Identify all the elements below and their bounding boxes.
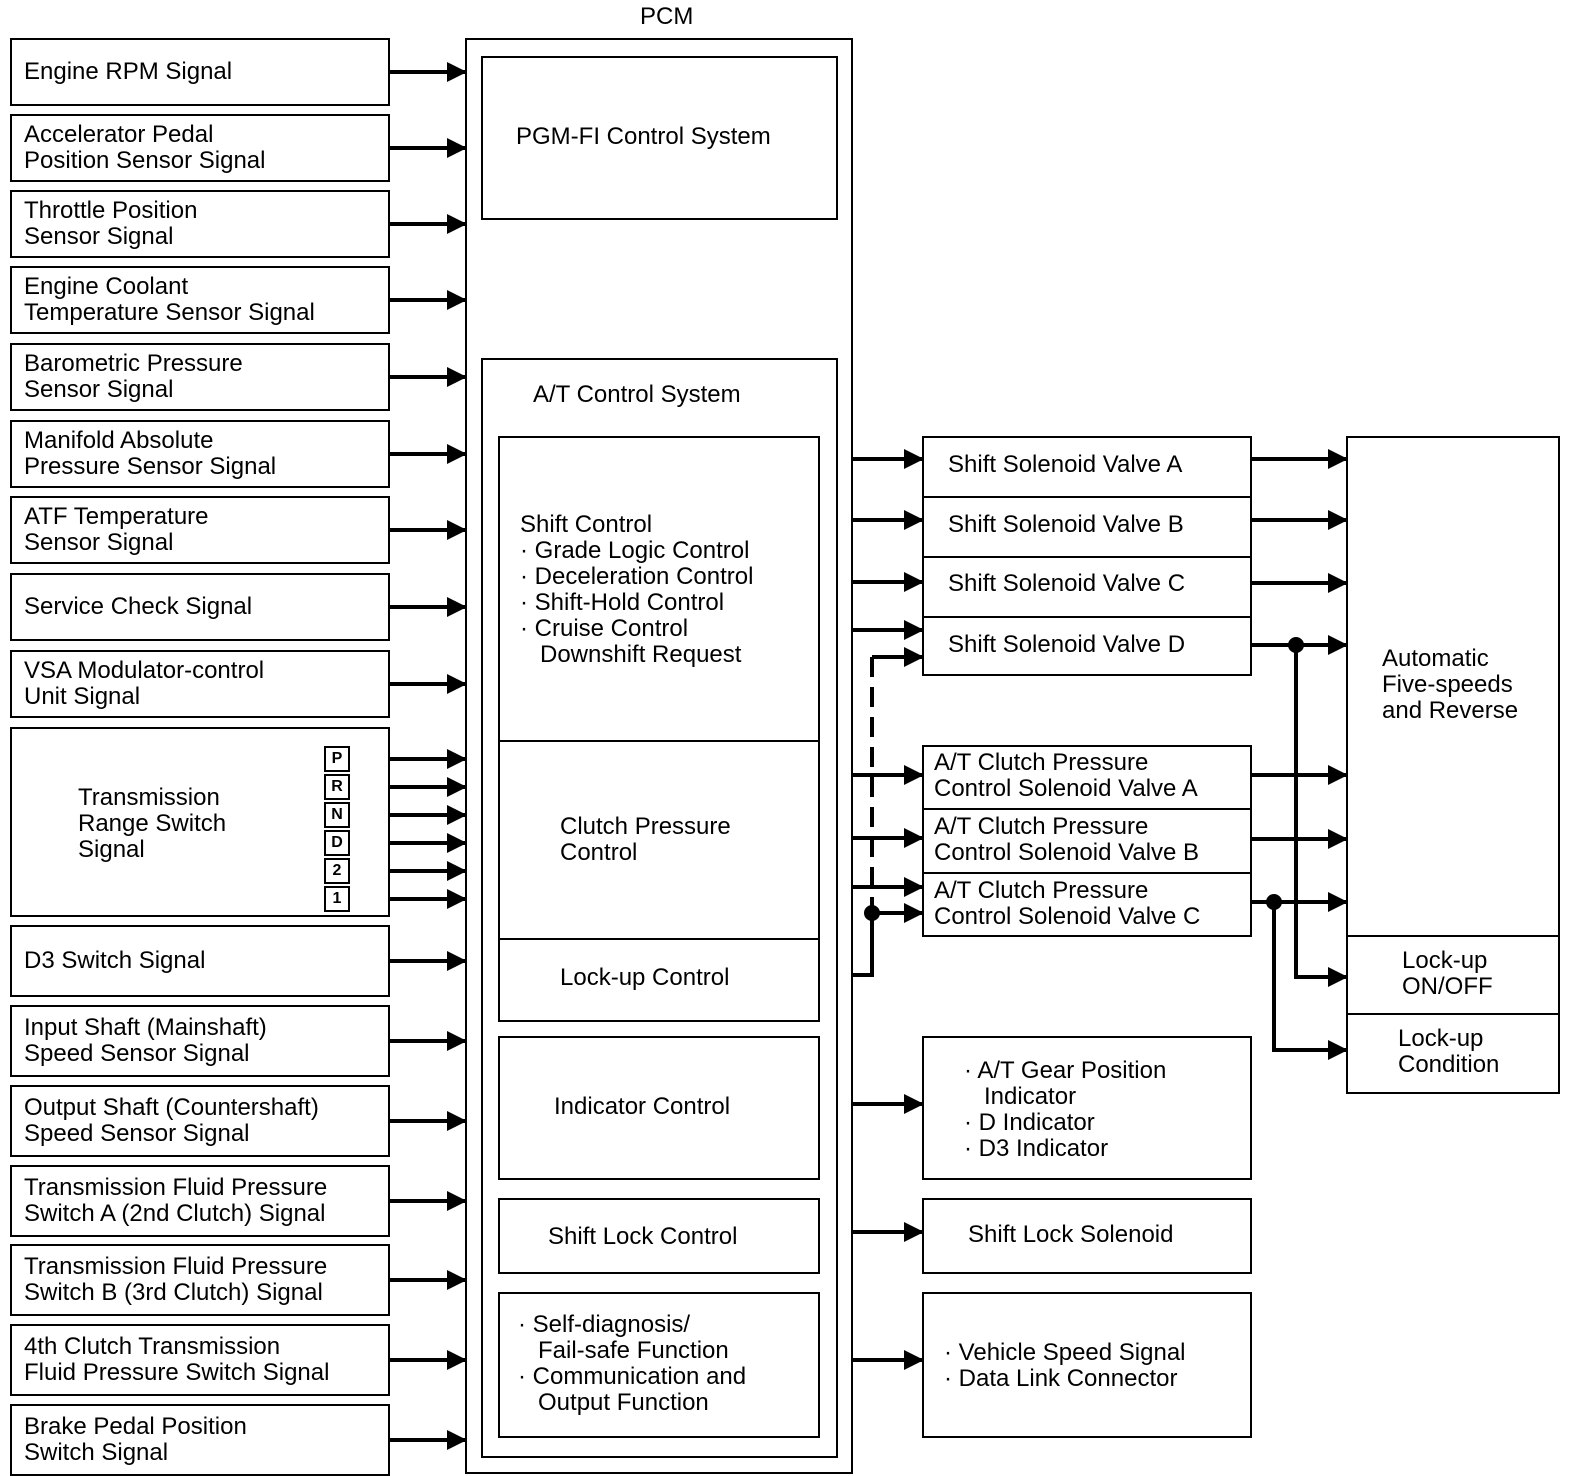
input-signal-box: Input Shaft (Mainshaft) Speed Sensor Sig…: [10, 1005, 390, 1077]
range-position-2: 2: [324, 858, 350, 884]
shift-lock-solenoid-label: Shift Lock Solenoid: [968, 1221, 1174, 1248]
input-signal-box: 4th Clutch Transmission Fluid Pressure S…: [10, 1324, 390, 1396]
input-signal-label: D3 Switch Signal: [24, 947, 206, 974]
lockup-condition-label: Lock-up Condition: [1398, 1025, 1500, 1078]
divider: [922, 808, 1252, 810]
input-signal-label: Transmission Fluid Pressure Switch A (2n…: [24, 1174, 328, 1227]
range-position-p: P: [324, 746, 350, 772]
input-signal-box: Service Check Signal: [10, 573, 390, 641]
indicator-control-block: Indicator Control: [498, 1036, 820, 1180]
at-control-title: A/T Control System: [533, 381, 741, 408]
divider: [922, 496, 1252, 498]
pgmfi-control-system: PGM-FI Control System: [481, 56, 838, 220]
input-signal-box: Transmission Fluid Pressure Switch B (3r…: [10, 1244, 390, 1316]
transmission-main-label: Automatic Five-speeds and Reverse: [1382, 645, 1519, 724]
input-signal-box: VSA Modulator-control Unit Signal: [10, 650, 390, 718]
self-diagnosis-label: · Self-diagnosis/ Fail-safe Function · C…: [518, 1311, 747, 1416]
input-signal-box: Engine Coolant Temperature Sensor Signal: [10, 266, 390, 334]
clutch-pressure-solenoid-b: A/T Clutch Pressure Control Solenoid Val…: [934, 813, 1200, 866]
input-signal-label: Manifold Absolute Pressure Sensor Signal: [24, 427, 277, 480]
input-signal-box: Throttle Position Sensor Signal: [10, 190, 390, 258]
input-signal-label: Brake Pedal Position Switch Signal: [24, 1413, 247, 1466]
input-signal-box: Engine RPM Signal: [10, 38, 390, 106]
indicator-control-label: Indicator Control: [554, 1093, 731, 1120]
input-signal-label: Engine RPM Signal: [24, 58, 233, 85]
input-signal-label: ATF Temperature Sensor Signal: [24, 503, 209, 556]
input-signal-label: 4th Clutch Transmission Fluid Pressure S…: [24, 1333, 330, 1386]
indicators-label: · A/T Gear Position Indicator · D Indica…: [964, 1057, 1167, 1162]
lockup-control-block: Lock-up Control: [560, 964, 730, 991]
shift-solenoid-valve-a: Shift Solenoid Valve A: [948, 451, 1183, 478]
divider: [1346, 1013, 1560, 1015]
input-signal-label: VSA Modulator-control Unit Signal: [24, 657, 265, 710]
speed-dlc-label: · Vehicle Speed Signal · Data Link Conne…: [944, 1339, 1186, 1392]
junction-dot: [864, 905, 880, 921]
range-position-n: N: [324, 802, 350, 828]
input-signal-label: Engine Coolant Temperature Sensor Signal: [24, 273, 315, 326]
input-signal-label: Transmission Fluid Pressure Switch B (3r…: [24, 1253, 328, 1306]
divider: [498, 740, 820, 742]
shift-solenoid-valve-b: Shift Solenoid Valve B: [948, 511, 1184, 538]
input-signal-box: D3 Switch Signal: [10, 925, 390, 997]
at-control-group: [498, 436, 820, 1022]
input-signal-box: Transmission Fluid Pressure Switch A (2n…: [10, 1165, 390, 1237]
arrow-cpc-c-to-lockup-condition: [1272, 902, 1348, 1060]
shift-solenoid-valve-d: Shift Solenoid Valve D: [948, 631, 1186, 658]
arrow-ssv-d-to-lockup-onoff: [1294, 645, 1348, 987]
range-position-1: 1: [324, 886, 350, 912]
input-signal-box: Barometric Pressure Sensor Signal: [10, 343, 390, 411]
clutch-pressure-solenoid-c: A/T Clutch Pressure Control Solenoid Val…: [934, 877, 1201, 930]
transmission-box: [1346, 436, 1560, 1094]
clutch-pressure-control-block: Clutch Pressure Control: [560, 813, 731, 866]
shift-lock-control-block: Shift Lock Control: [498, 1198, 820, 1274]
divider: [498, 938, 820, 940]
clutch-pressure-solenoid-a: A/T Clutch Pressure Control Solenoid Val…: [934, 749, 1198, 802]
pgmfi-label: PGM-FI Control System: [516, 123, 771, 150]
shift-lock-control-label: Shift Lock Control: [548, 1223, 738, 1250]
pcm-title: PCM: [640, 3, 694, 30]
divider: [922, 616, 1252, 618]
input-signal-box: Manifold Absolute Pressure Sensor Signal: [10, 420, 390, 488]
junction-dot: [1288, 637, 1304, 653]
input-signal-label: Input Shaft (Mainshaft) Speed Sensor Sig…: [24, 1014, 267, 1067]
input-signal-box: Output Shaft (Countershaft) Speed Sensor…: [10, 1085, 390, 1157]
input-signal-label: Output Shaft (Countershaft) Speed Sensor…: [24, 1094, 319, 1147]
input-signal-label: Accelerator Pedal Position Sensor Signal: [24, 121, 266, 174]
input-signal-label: Service Check Signal: [24, 593, 253, 620]
speed-dlc-box: · Vehicle Speed Signal · Data Link Conne…: [922, 1292, 1252, 1438]
divider: [922, 556, 1252, 558]
junction-dot: [1266, 894, 1282, 910]
clutch-pressure-solenoid-group: [922, 745, 1252, 937]
range-position-r: R: [324, 774, 350, 800]
divider: [922, 872, 1252, 874]
shift-lock-solenoid-box: Shift Lock Solenoid: [922, 1198, 1252, 1274]
input-signal-box: Accelerator Pedal Position Sensor Signal: [10, 114, 390, 182]
range-position-d: D: [324, 830, 350, 856]
shift-control-block: Shift Control · Grade Logic Control · De…: [520, 511, 754, 668]
self-diagnosis-block: · Self-diagnosis/ Fail-safe Function · C…: [498, 1292, 820, 1438]
divider: [1346, 935, 1560, 937]
indicators-box: · A/T Gear Position Indicator · D Indica…: [922, 1036, 1252, 1180]
shift-solenoid-valve-c: Shift Solenoid Valve C: [948, 570, 1186, 597]
input-signal-label: Throttle Position Sensor Signal: [24, 197, 198, 250]
input-signal-box: Brake Pedal Position Switch Signal: [10, 1404, 390, 1476]
input-signal-label: Barometric Pressure Sensor Signal: [24, 350, 243, 403]
lockup-onoff-label: Lock-up ON/OFF: [1402, 947, 1493, 1000]
input-signal-box: ATF Temperature Sensor Signal: [10, 496, 390, 564]
input-signal-label: Transmission Range Switch Signal: [78, 784, 227, 863]
